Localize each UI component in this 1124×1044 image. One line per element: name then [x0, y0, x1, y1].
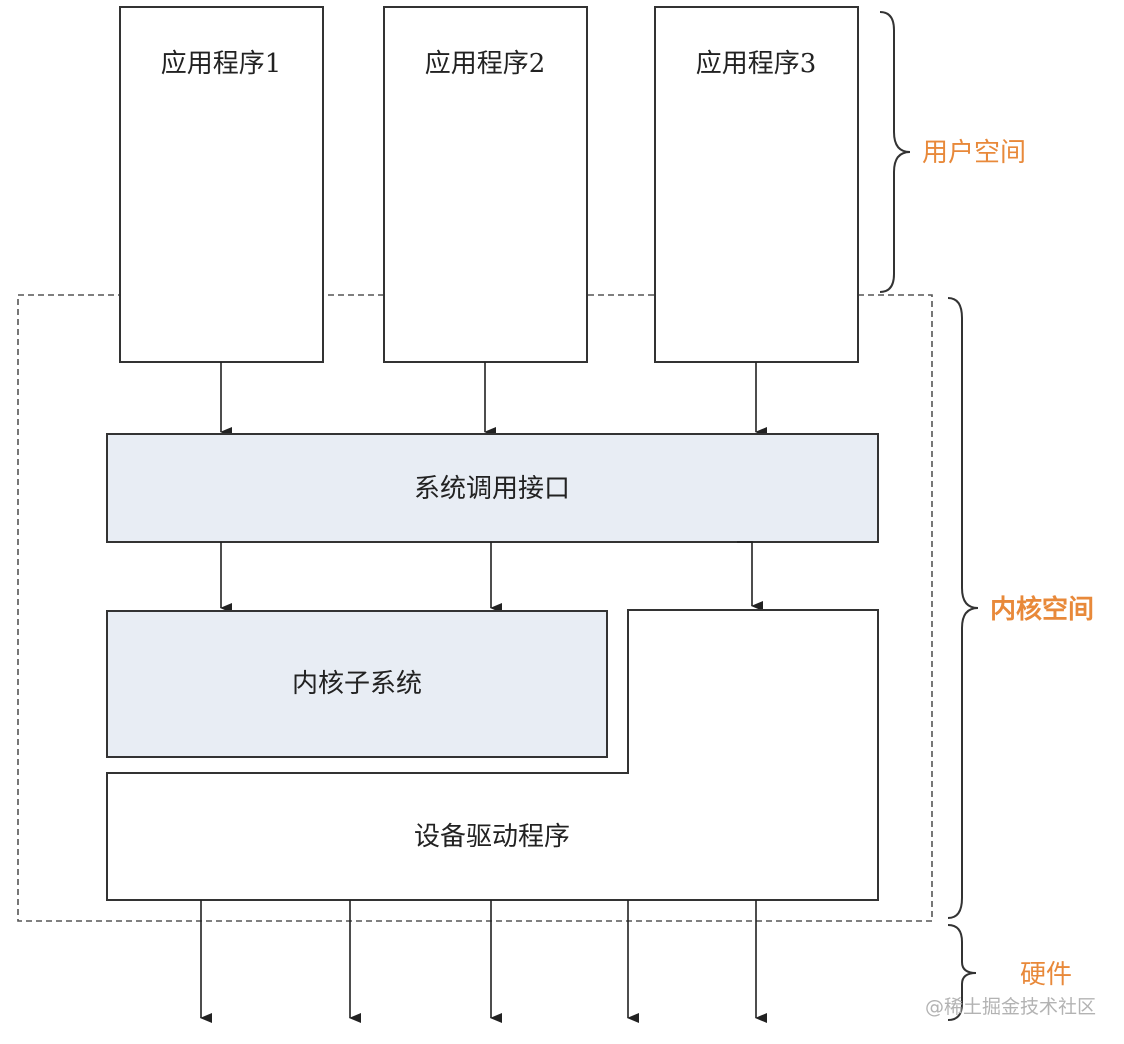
kernel-space-brace	[947, 297, 979, 919]
device-driver-box: 设备驱动程序	[106, 609, 879, 901]
syscall-interface-label: 系统调用接口	[414, 474, 570, 504]
device-driver-label: 设备驱动程序	[414, 822, 570, 852]
user-space-label: 用户空间	[922, 138, 1026, 168]
hardware-brace	[947, 924, 977, 1021]
kernel-space-label: 内核空间	[990, 594, 1094, 625]
kernel-subsystem-box: 内核子系统	[106, 610, 608, 758]
app-box-2-label: 应用程序2	[425, 49, 546, 79]
kernel-subsystem-label: 内核子系统	[292, 669, 422, 699]
app-box-1: 应用程序1	[119, 6, 324, 363]
arrow-syscall-to-driver	[737, 541, 763, 611]
hardware-label: 硬件	[1020, 960, 1072, 990]
app-box-1-label: 应用程序1	[161, 49, 282, 79]
app-box-2: 应用程序2	[383, 6, 588, 363]
app-box-3: 应用程序3	[654, 6, 859, 363]
user-space-brace	[879, 11, 911, 293]
watermark-text: @稀土掘金技术社区	[925, 996, 1096, 1018]
app-box-3-label: 应用程序3	[696, 49, 817, 79]
syscall-interface-box: 系统调用接口	[106, 433, 879, 543]
